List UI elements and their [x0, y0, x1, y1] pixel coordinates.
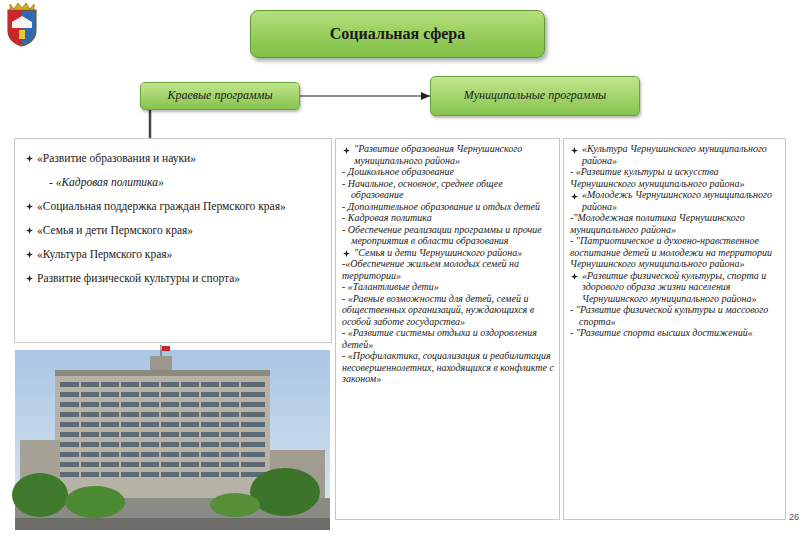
program-item: «Развитие физической культуры, спорта и …	[570, 270, 780, 305]
program-item: Развитие физической культуры и спорта»	[25, 271, 323, 286]
bullet-mark	[571, 147, 578, 154]
subprogram-item: - «Талантливые дети»	[342, 281, 554, 293]
subprogram-item: - Кадровая политика	[342, 212, 554, 224]
page-number: 26	[789, 512, 799, 522]
title-box: Социальная сфера	[250, 10, 545, 58]
subprogram-item: - Дополнительное образование и отдых дет…	[342, 201, 554, 213]
program-item: «Молодежь Чернушинского муниципального р…	[570, 189, 780, 212]
link-line	[149, 110, 152, 138]
subprogram-item: - "Патриотическое и духовно-нравственное…	[570, 235, 780, 270]
box-label: Социальная сфера	[330, 25, 465, 43]
subprogram-item: - Начальное, основное, среднее общее обр…	[342, 178, 554, 201]
subprogram-item: - Дошкольное образование	[342, 166, 554, 178]
bullet-mark	[26, 275, 33, 282]
arrow-connector	[300, 95, 430, 96]
list-panel: «Культура Чернушинского муниципального р…	[563, 138, 786, 520]
subprogram-item: - "Развитие физической культуры и массов…	[570, 304, 780, 327]
subprogram-item: -"Молодежная политика Чернушинского муни…	[570, 212, 780, 235]
bullet-mark	[571, 193, 578, 200]
subprogram-item: -«Обеспечение жильем молодых семей на те…	[342, 258, 554, 281]
subprogram-item: - "Развитие спорта высших достижений«	[570, 327, 780, 339]
bullet-mark	[571, 273, 578, 280]
box-label: Краевые программы	[167, 89, 272, 103]
program-item: «Культура Чернушинского муниципального р…	[570, 143, 780, 166]
program-item: «Культура Пермского края»	[25, 247, 323, 262]
bullet-mark	[343, 250, 350, 257]
bullet-mark	[343, 147, 350, 154]
program-header: Краевые программы	[140, 82, 300, 110]
bullet-mark	[26, 155, 33, 162]
subprogram-item: - Обеспечение реализации программы и про…	[342, 224, 554, 247]
subprogram-item: - «Развитие культуры и искусства Чернуши…	[570, 166, 780, 189]
program-header: Муниципальные программы	[430, 76, 640, 116]
list-panel: "Развитие образования Чернушинского муни…	[335, 138, 560, 520]
program-item: "Развитие образования Чернушинского муни…	[342, 143, 554, 166]
box-label: Муниципальные программы	[464, 89, 607, 103]
bullet-mark	[26, 203, 33, 210]
building-photo	[12, 345, 330, 530]
program-item: «Социальная поддержка граждан Пермского …	[25, 199, 323, 214]
bullet-mark	[26, 251, 33, 258]
program-item: «Семья и дети Пермского края»	[25, 223, 323, 238]
subprogram-item: - «Кадровая политика»	[25, 175, 323, 190]
coat-of-arms	[8, 3, 36, 46]
list-panel: «Развитие образования и науки» - «Кадрова…	[14, 138, 332, 343]
subprogram-item: - «Развитие системы отдыха и оздоровлени…	[342, 327, 554, 350]
bullet-mark	[26, 227, 33, 234]
program-item: «Развитие образования и науки»	[25, 151, 323, 166]
program-item: "Семья и дети Чернушинского района»	[342, 247, 554, 259]
subprogram-item: - «Равные возможности для детей, семей и…	[342, 293, 554, 328]
subprogram-item: - «Профилактика, социализация и реабилит…	[342, 350, 554, 385]
